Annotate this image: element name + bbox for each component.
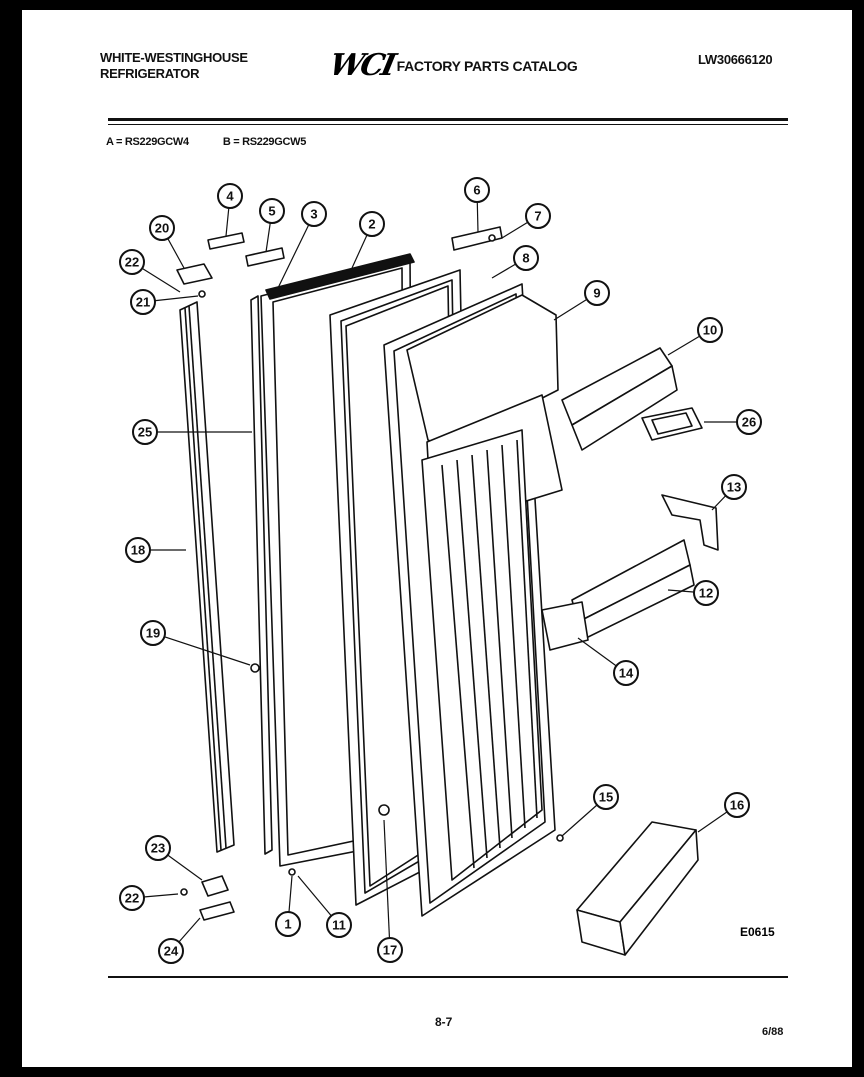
callout-22: 22 xyxy=(119,885,145,911)
callout-11: 11 xyxy=(326,912,352,938)
callout-21: 21 xyxy=(130,289,156,315)
callout-number: 26 xyxy=(742,415,756,430)
callout-22: 22 xyxy=(119,249,145,275)
catalog-part-number: LW30666120 xyxy=(698,52,773,67)
appliance-type: REFRIGERATOR xyxy=(100,66,200,81)
callout-18: 18 xyxy=(125,537,151,563)
part-plug-17 xyxy=(378,804,390,816)
callout-number: 15 xyxy=(599,790,613,805)
part-hinge-24 xyxy=(199,901,235,921)
catalog-title: FACTORY PARTS CATALOG xyxy=(396,57,578,74)
callout-17: 17 xyxy=(377,937,403,963)
callout-9: 9 xyxy=(584,280,610,306)
callout-26: 26 xyxy=(736,409,762,435)
callout-number: 22 xyxy=(125,255,139,270)
callout-4: 4 xyxy=(217,183,243,209)
callout-8: 8 xyxy=(513,245,539,271)
part-gasket-strip xyxy=(250,295,273,855)
part-screw-15 xyxy=(556,834,564,842)
callout-number: 14 xyxy=(619,666,634,681)
callout-number: 5 xyxy=(268,204,275,219)
part-plug-11 xyxy=(288,868,296,876)
callout-19: 19 xyxy=(140,620,166,646)
callout-number: 13 xyxy=(727,480,741,495)
part-bracket xyxy=(661,494,719,551)
callout-number: 18 xyxy=(131,543,145,558)
callout-number: 19 xyxy=(146,626,160,641)
callout-number: 10 xyxy=(703,323,717,338)
brand-block: WHITE-WESTINGHOUSE REFRIGERATOR xyxy=(100,50,300,82)
part-screw-21 xyxy=(198,290,206,298)
callout-1: 1 xyxy=(275,911,301,937)
callout-number: 21 xyxy=(136,295,150,310)
callout-23: 23 xyxy=(145,835,171,861)
drawing-id: E0615 xyxy=(740,925,775,939)
callout-5: 5 xyxy=(259,198,285,224)
callout-number: 17 xyxy=(383,943,397,958)
callout-number: 7 xyxy=(534,209,541,224)
page-number: 8-7 xyxy=(435,1015,453,1029)
header-rule-thick xyxy=(108,118,788,121)
catalog-sheet: WHITE-WESTINGHOUSE REFRIGERATOR WCI FACT… xyxy=(22,10,852,1067)
leader-line-19 xyxy=(152,632,251,666)
callout-group: 1234567891011121314151617181920212222232… xyxy=(119,177,762,964)
callout-number: 24 xyxy=(164,944,179,959)
callout-number: 23 xyxy=(151,841,165,856)
callout-16: 16 xyxy=(724,792,750,818)
footer-rule xyxy=(108,976,788,978)
callout-number: 1 xyxy=(284,917,291,932)
callout-number: 6 xyxy=(473,183,480,198)
brand-name: WHITE-WESTINGHOUSE xyxy=(100,50,248,65)
callout-12: 12 xyxy=(693,580,719,606)
part-shelf-clip xyxy=(541,601,589,651)
model-legend: A = RS229GCW4 B = RS229GCW5 xyxy=(106,136,306,148)
part-small-trim-4 xyxy=(207,232,245,250)
catalog-title-block: WCI FACTORY PARTS CATALOG xyxy=(326,48,578,83)
callout-25: 25 xyxy=(132,419,158,445)
part-side-trim xyxy=(179,301,235,853)
part-screw-7 xyxy=(488,234,496,242)
part-lower-shelf-bar xyxy=(571,539,695,641)
part-small-trim-5 xyxy=(245,247,285,267)
leader-line-3 xyxy=(277,213,315,289)
model-a: A = RS229GCW4 xyxy=(106,136,189,148)
callout-number: 4 xyxy=(226,189,234,204)
part-hinge-23 xyxy=(201,875,229,897)
callout-3: 3 xyxy=(301,201,327,227)
callout-14: 14 xyxy=(613,660,639,686)
callout-number: 25 xyxy=(138,425,152,440)
part-inner-liner xyxy=(383,283,563,917)
part-shelf-insert xyxy=(641,407,703,441)
callout-24: 24 xyxy=(158,938,184,964)
callout-number: 3 xyxy=(310,207,317,222)
part-screw-22 xyxy=(180,888,188,896)
header-rule-thin xyxy=(108,124,788,125)
callout-number: 2 xyxy=(368,217,375,232)
callout-15: 15 xyxy=(593,784,619,810)
callout-number: 9 xyxy=(593,286,600,301)
callout-number: 11 xyxy=(332,918,346,933)
part-upper-shelf-bar xyxy=(561,347,678,451)
callout-number: 20 xyxy=(155,221,169,236)
part-screw-19 xyxy=(250,663,260,673)
leader-line-17 xyxy=(383,819,391,951)
exploded-door-diagram: 1234567891011121314151617181920212222232… xyxy=(119,177,762,964)
revision-date: 6/88 xyxy=(762,1026,784,1038)
callout-number: 16 xyxy=(730,798,744,813)
callout-7: 7 xyxy=(525,203,551,229)
callout-number: 8 xyxy=(522,251,529,266)
callout-10: 10 xyxy=(697,317,723,343)
part-door-bin xyxy=(576,821,699,956)
callout-6: 6 xyxy=(464,177,490,203)
model-b: B = RS229GCW5 xyxy=(222,136,307,148)
callout-13: 13 xyxy=(721,474,747,500)
callout-number: 12 xyxy=(699,586,713,601)
callout-number: 22 xyxy=(125,891,139,906)
part-hinge-20 xyxy=(176,263,213,285)
callout-20: 20 xyxy=(149,215,175,241)
callout-2: 2 xyxy=(359,211,385,237)
